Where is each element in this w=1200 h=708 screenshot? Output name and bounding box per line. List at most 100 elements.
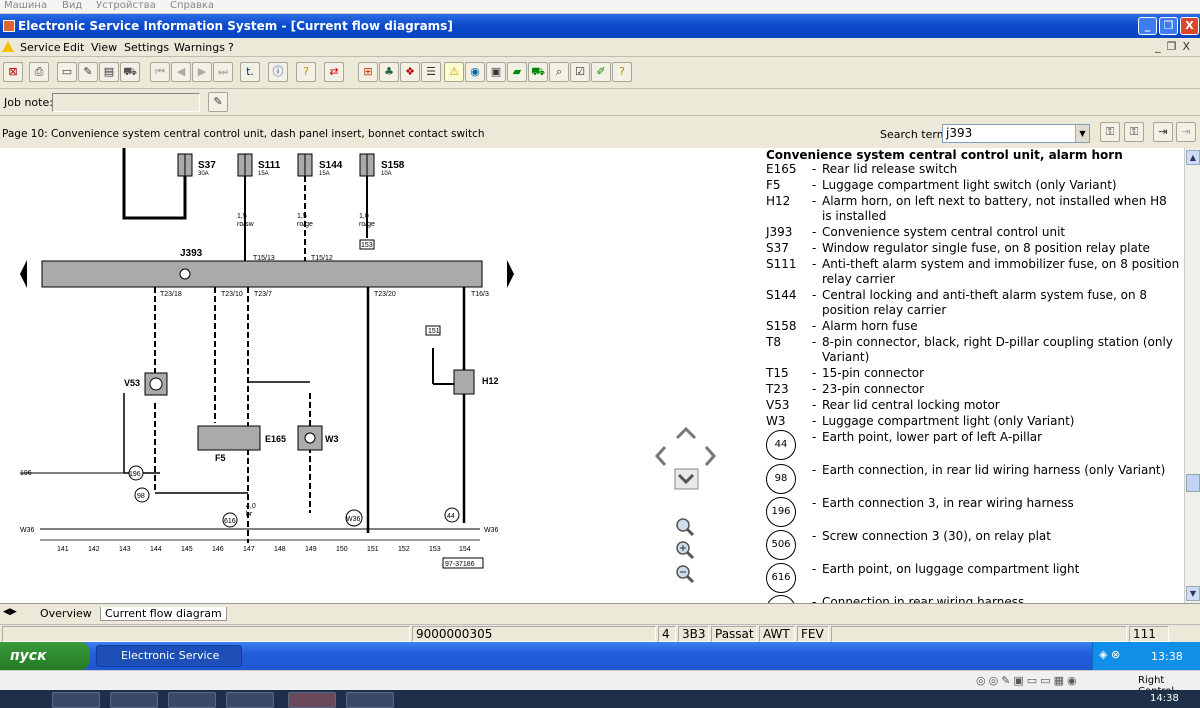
- host-menu-devices[interactable]: Устройства: [96, 0, 156, 11]
- zoom-in-icon[interactable]: [676, 541, 695, 560]
- legend-scrollbar[interactable]: ▲ ▼: [1184, 148, 1200, 603]
- host-menu-view[interactable]: Вид: [62, 0, 83, 11]
- menu-bar: Service Edit View Settings Warnings ? _❐…: [0, 38, 1200, 57]
- toolbar: ⊠ ⎙ ▭ ✎ ▤ ⛟ ⏮ ◀ ▶ ⏭ t. ⓘ ? ⇄ ⊞ ♣ ❖ ☰ ⚠ ◉…: [0, 57, 1200, 89]
- tree-icon[interactable]: ♣: [379, 62, 399, 82]
- close-button[interactable]: X: [1180, 17, 1199, 35]
- info-icon[interactable]: ⓘ: [268, 62, 288, 82]
- ground-label: 196: [129, 471, 141, 478]
- ground-label: 98: [137, 493, 145, 500]
- swap-icon[interactable]: ⇄: [324, 62, 344, 82]
- legend-ground-row: 44-Earth point, lower part of left A-pil…: [766, 430, 1176, 462]
- document-icon[interactable]: ▤: [99, 62, 119, 82]
- tab-scroll-icon[interactable]: ◀▶: [3, 607, 17, 617]
- search-tool-icon[interactable]: ⌕: [549, 62, 569, 82]
- ground-616: [222, 512, 238, 528]
- connector-label: 153: [361, 242, 373, 249]
- legend-ground-row: -Connection in rear wiring harness: [766, 595, 1176, 603]
- search-next-icon[interactable]: ⚿: [1124, 122, 1144, 142]
- minimize-button[interactable]: _: [1138, 17, 1157, 35]
- menu-view[interactable]: View: [91, 41, 118, 54]
- zoom-out-icon[interactable]: [676, 518, 695, 537]
- zoom-reset-icon[interactable]: [676, 565, 695, 584]
- host-device-icons[interactable]: ◎◎✎▣▭▭▦◉: [976, 674, 1080, 687]
- tab-current-flow-diagram[interactable]: Current flow diagram: [100, 607, 227, 621]
- pin-label: T23/18: [160, 291, 182, 298]
- jump-out-icon[interactable]: ⇥: [1176, 122, 1196, 142]
- host-taskbar-item[interactable]: [168, 692, 216, 708]
- host-taskbar-item[interactable]: [226, 692, 274, 708]
- wiring-diagram[interactable]: S37 30A S111 15A S144 15A S158 10A 1,5 r…: [0, 148, 520, 603]
- wire-label: 1,0: [359, 213, 369, 220]
- menu-edit[interactable]: Edit: [63, 41, 85, 54]
- vehicle-icon[interactable]: ⛟: [120, 62, 140, 82]
- host-taskbar: 14:38: [0, 690, 1200, 708]
- axis-tick-label: 148: [274, 546, 286, 553]
- scroll-up-icon[interactable]: ▲: [1186, 150, 1200, 165]
- host-taskbar-item[interactable]: [52, 692, 100, 708]
- host-taskbar-item[interactable]: [288, 692, 336, 708]
- ground-w36: [345, 509, 363, 527]
- scroll-down-icon[interactable]: ▼: [1186, 586, 1200, 601]
- tab-overview[interactable]: Overview: [40, 607, 92, 620]
- help-icon[interactable]: ?: [296, 62, 316, 82]
- ref-label: 196: [20, 470, 32, 477]
- next-page-icon[interactable]: ▶: [192, 62, 212, 82]
- maximize-button[interactable]: ❐: [1159, 17, 1178, 35]
- print-icon[interactable]: ⎙: [29, 62, 49, 82]
- menu-service[interactable]: Service: [20, 41, 61, 54]
- t-icon[interactable]: t.: [240, 62, 260, 82]
- prev-page-icon[interactable]: ◀: [171, 62, 191, 82]
- host-taskbar-item[interactable]: [346, 692, 394, 708]
- job-note-input[interactable]: [52, 93, 200, 112]
- search-input[interactable]: j393: [942, 124, 1090, 143]
- globe-icon[interactable]: ◉: [465, 62, 485, 82]
- ground-circle: 98: [766, 464, 796, 494]
- new-document-icon[interactable]: ▭: [57, 62, 77, 82]
- menu-warnings[interactable]: Warnings: [174, 41, 225, 54]
- exit-icon[interactable]: ⊠: [3, 62, 23, 82]
- host-menu-machine[interactable]: Машина: [4, 0, 48, 11]
- job-note-edit-icon[interactable]: ✎: [208, 92, 228, 112]
- book-icon[interactable]: ❖: [400, 62, 420, 82]
- jump-in-icon[interactable]: ⇥: [1153, 122, 1173, 142]
- search-dropdown-icon[interactable]: ▼: [1075, 125, 1089, 142]
- scroll-thumb[interactable]: [1186, 474, 1200, 492]
- fuse-s144-rating: 15A: [319, 171, 330, 177]
- status-field-5: FEV: [797, 626, 829, 642]
- list-icon[interactable]: ☰: [421, 62, 441, 82]
- first-page-icon[interactable]: ⏮: [150, 62, 170, 82]
- host-menu-help[interactable]: Справка: [170, 0, 215, 11]
- menu-settings[interactable]: Settings: [124, 41, 170, 54]
- menu-help[interactable]: ?: [228, 41, 234, 54]
- tray-icons[interactable]: ◈ ⊗: [1099, 648, 1121, 661]
- checklist-icon[interactable]: ☑: [570, 62, 590, 82]
- pan-left-icon[interactable]: [654, 446, 667, 466]
- green-book-icon[interactable]: ▰: [507, 62, 527, 82]
- car-icon[interactable]: ⛟: [528, 62, 548, 82]
- ground-196: [128, 465, 144, 481]
- edit-document-icon[interactable]: ✎: [78, 62, 98, 82]
- component-label: H12: [482, 376, 499, 386]
- pan-down-icon[interactable]: [677, 473, 695, 485]
- search-icon[interactable]: ⚿: [1100, 122, 1120, 142]
- last-page-icon[interactable]: ⏭: [213, 62, 233, 82]
- disk-icon[interactable]: ▣: [486, 62, 506, 82]
- taskbar-item-esi[interactable]: Electronic Service Inf...: [96, 645, 242, 682]
- warning-toolbar-icon[interactable]: ⚠: [444, 62, 464, 82]
- notes-icon[interactable]: ✐: [591, 62, 611, 82]
- mdi-controls[interactable]: _❐X: [1155, 40, 1196, 53]
- next-diagram-arrow-icon[interactable]: [507, 260, 514, 288]
- doc-help-icon[interactable]: ?: [612, 62, 632, 82]
- start-button[interactable]: пуск: [0, 642, 90, 670]
- host-taskbar-item[interactable]: [110, 692, 158, 708]
- navigation-panel: [520, 148, 760, 603]
- prev-diagram-arrow-icon[interactable]: [20, 260, 27, 288]
- pan-right-icon[interactable]: [704, 446, 717, 466]
- page-info-bar: Page 10: Convenience system central cont…: [0, 116, 1200, 148]
- ground-circle: 44: [766, 430, 796, 460]
- pan-up-icon[interactable]: [675, 426, 697, 440]
- diagram-icon[interactable]: ⊞: [358, 62, 378, 82]
- fuse-s111-label: S111: [258, 160, 281, 171]
